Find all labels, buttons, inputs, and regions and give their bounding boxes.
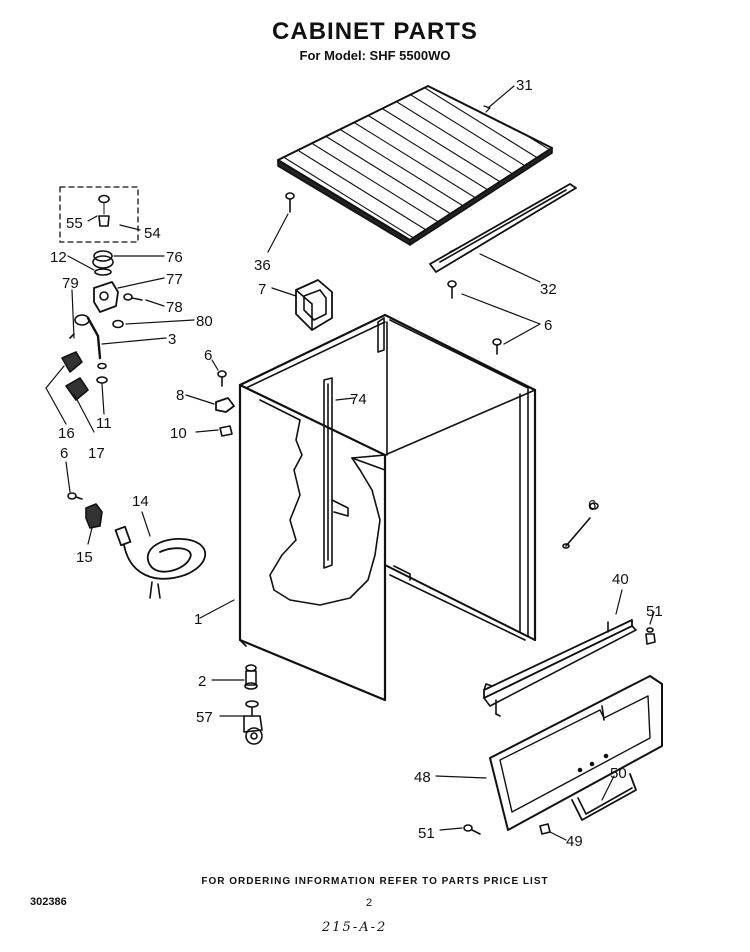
leveling-leg-part-2 (244, 664, 258, 690)
callout-57: 57 (196, 709, 213, 726)
hinge-part-8 (215, 397, 235, 413)
screw-part-6-left (67, 492, 83, 500)
callout-6-right: 6 (588, 497, 596, 514)
screw-part-78 (123, 293, 143, 301)
page-title: CABINET PARTS (272, 18, 478, 45)
handle-part-50 (571, 773, 637, 821)
callout-11: 11 (96, 415, 112, 432)
callout-8: 8 (176, 387, 184, 404)
spacer-part-10 (219, 425, 233, 437)
callout-49: 49 (566, 833, 583, 850)
screw-part-36 (285, 192, 295, 213)
thermostat-part-76 (92, 250, 114, 276)
power-cord-part-14 (114, 525, 207, 599)
callout-80: 80 (196, 313, 213, 330)
callout-55: 55 (66, 215, 83, 232)
callout-2: 2 (198, 673, 206, 690)
callout-3: 3 (168, 331, 176, 348)
callout-48: 48 (414, 769, 431, 786)
screw-part-51-upper (645, 627, 656, 645)
thermostat-part-77 (93, 281, 119, 313)
caster-part-57 (243, 700, 263, 745)
trim-strip-part (429, 183, 577, 273)
callout-6-mid: 6 (204, 347, 212, 364)
ordering-note: FOR ORDERING INFORMATION REFER TO PARTS … (201, 876, 549, 887)
callout-14: 14 (132, 493, 149, 510)
callout-16: 16 (58, 425, 75, 442)
callout-7: 7 (258, 281, 266, 298)
callout-labels: 31 36 32 6 7 55 54 12 76 79 77 78 80 3 6… (50, 77, 663, 850)
switch-part-17 (65, 377, 89, 401)
callout-15: 15 (76, 549, 93, 566)
callout-36: 36 (254, 257, 271, 274)
callout-51-upper: 51 (646, 603, 663, 620)
callout-50: 50 (610, 765, 627, 782)
hinge-bracket-part (295, 279, 333, 331)
screw-part-6-upper (447, 280, 502, 355)
callout-1: 1 (194, 611, 202, 628)
callout-17: 17 (88, 445, 105, 462)
callout-79: 79 (62, 275, 79, 292)
callout-10: 10 (170, 425, 187, 442)
callout-51-lower: 51 (418, 825, 435, 842)
lid-part (277, 85, 553, 246)
callout-54: 54 (144, 225, 161, 242)
screw-part-6-right (562, 502, 599, 549)
document-number: 302386 (30, 896, 67, 908)
callout-12: 12 (50, 249, 67, 266)
screw-part-6-mid (217, 370, 227, 387)
leader-lines (45, 85, 655, 841)
callout-76: 76 (166, 249, 183, 266)
handwritten-note: 215-A-2 (322, 920, 388, 935)
callout-74: 74 (350, 391, 367, 408)
bracket-part-40 (483, 619, 637, 717)
tube-part-3 (86, 316, 102, 360)
washer-part-80 (112, 319, 124, 329)
grommet-part-11 (96, 362, 108, 384)
control-box-part-54 (59, 186, 139, 243)
clip-part-49 (539, 823, 551, 835)
cabinet-body-part (238, 313, 537, 702)
grille-panel-part-48 (489, 675, 663, 831)
clamp-part-15 (85, 503, 103, 529)
callout-32: 32 (540, 281, 557, 298)
callout-31: 31 (516, 77, 533, 94)
screw-part-51-lower (463, 824, 481, 835)
page-number: 2 (366, 897, 373, 909)
knob-part-55 (98, 194, 110, 227)
light-part-16 (61, 351, 83, 373)
callout-6-upper: 6 (544, 317, 552, 334)
callout-6-left: 6 (60, 445, 68, 462)
callout-78: 78 (166, 299, 183, 316)
model-subtitle: For Model: SHF 5500WO (299, 48, 451, 63)
callout-40: 40 (612, 571, 629, 588)
callout-77: 77 (166, 271, 183, 288)
